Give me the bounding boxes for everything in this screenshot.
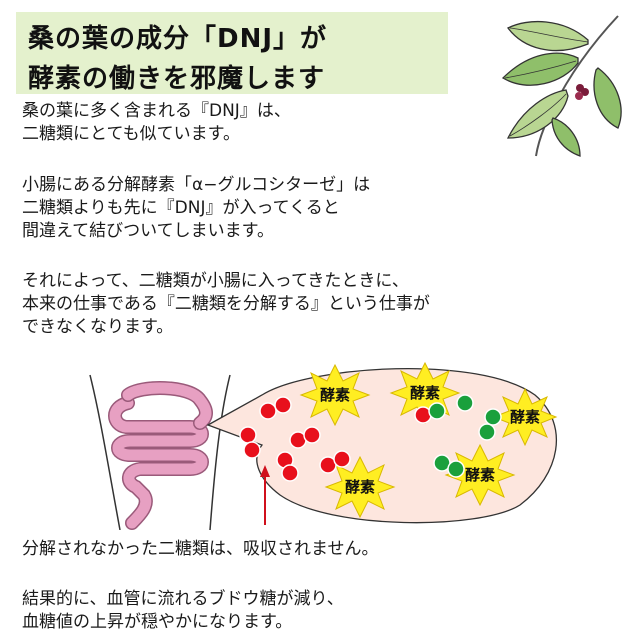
text-line: 結果的に、血管に流れるブドウ糖が減り、: [22, 589, 344, 609]
dnj-molecules: [414, 394, 502, 478]
svg-text:酵素: 酵素: [320, 386, 350, 404]
title-banner: [16, 12, 448, 94]
page-title-line2: 酵素の働きを邪魔します: [28, 64, 326, 94]
paragraph-enzyme-blocked: それによって、二糖類が小腸に入ってきたときに、 本来の仕事である『二糖類を分解す…: [22, 270, 430, 339]
intestine-zoom-bubble: [206, 368, 557, 524]
enzyme-diagram: 酵素 酵素 酵素 酵素 酵素: [89, 361, 558, 530]
enzyme-star: 酵素: [492, 387, 558, 447]
svg-text:酵素: 酵素: [345, 478, 375, 496]
page-title-line1: 桑の葉の成分「DNJ」が: [28, 24, 328, 54]
text-line: 本来の仕事である『二糖類を分解する』という仕事が: [22, 294, 430, 314]
mulberry-leaf-illustration: [501, 15, 622, 157]
text-line: 小腸にある分解酵素「α−グルコシターゼ」は: [22, 175, 371, 195]
text-line: 二糖類よりも先に『DNJ』が入ってくると: [22, 198, 340, 218]
text-line: 間違えて結びついてしまいます。: [22, 221, 274, 241]
pointer-arrow: [260, 465, 270, 477]
text-line: 分解されなかった二糖類は、吸収されません。: [22, 539, 379, 559]
text-line: 血糖値の上昇が穏やかになります。: [22, 612, 293, 632]
paragraph-dnj-similarity: 桑の葉に多く含まれる『DNJ』は、 二糖類にとても似ています。: [22, 100, 291, 146]
text-line: 桑の葉に多く含まれる『DNJ』は、: [22, 101, 291, 121]
text-line: それによって、二糖類が小腸に入ってきたときに、: [22, 271, 409, 291]
text-line: 二糖類にとても似ています。: [22, 124, 240, 144]
enzyme-star: 酵素: [324, 455, 396, 519]
svg-text:酵素: 酵素: [465, 466, 495, 484]
svg-text:酵素: 酵素: [510, 408, 540, 426]
enzyme-star: 酵素: [299, 363, 371, 427]
paragraph-blood-sugar-result: 結果的に、血管に流れるブドウ糖が減り、 血糖値の上昇が穏やかになります。: [22, 588, 344, 634]
small-intestine-illustration: [108, 381, 213, 530]
paragraph-enzyme-binding: 小腸にある分解酵素「α−グルコシターゼ」は 二糖類よりも先に『DNJ』が入ってく…: [22, 174, 370, 243]
disaccharide-molecules: [239, 396, 351, 482]
text-line: できなくなります。: [22, 317, 174, 337]
svg-text:酵素: 酵素: [410, 384, 440, 402]
paragraph-not-absorbed: 分解されなかった二糖類は、吸収されません。: [22, 538, 379, 561]
